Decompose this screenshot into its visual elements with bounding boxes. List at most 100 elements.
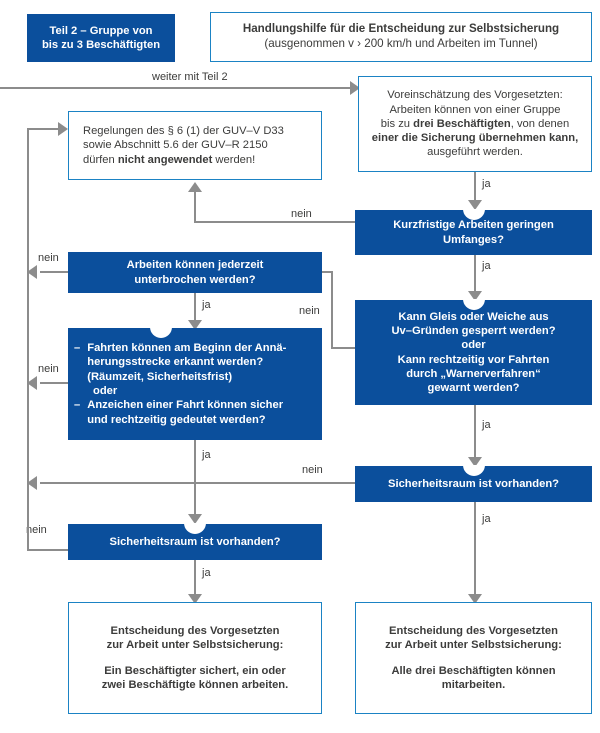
fahrten-item1-line1: Fahrten können am Beginn der Annä- xyxy=(87,342,287,355)
edge-nein-kurzfristige-arrowhead xyxy=(188,182,202,192)
ergebnis-rechts-line-1: Entscheidung des Vorgesetzten xyxy=(389,624,558,637)
fahrten-item-1: – Fahrten können am Beginn der Annä- her… xyxy=(74,341,316,384)
fahrten-dash-2: – xyxy=(74,399,81,412)
ergebnis-rechts-line-2: zur Arbeit unter Selbstsicherung: xyxy=(385,639,562,652)
edge-nein-unterbrochen-right-line-h2 xyxy=(331,347,355,349)
gleis-line-5: durch „Warnerverfahren“ xyxy=(406,367,541,380)
edge-label-ja-1: ja xyxy=(480,178,493,191)
node-voreinschaetzung: Voreinschätzung des Vorgesetzten: Arbeit… xyxy=(358,76,592,172)
edge-nein-unterbrochen-left-arrowhead xyxy=(27,265,37,279)
arrow-notch xyxy=(149,327,172,338)
edge-nein-kurzfristige-line-v xyxy=(194,192,196,222)
sicherheitsraum-rechts-line-1: Sicherheitsraum ist vorhanden? xyxy=(388,477,559,490)
edge-weiter-mit-teil-2-arrowhead xyxy=(350,81,360,95)
ergebnis-rechts-spacer xyxy=(362,653,585,664)
fahrten-item2-line2: und rechtzeitig gedeutet werden? xyxy=(87,413,266,426)
edge-label-ja-unterbrochen: ja xyxy=(200,299,213,312)
node-kurzfristige-arbeiten: Kurzfristige Arbeiten geringen Umfanges? xyxy=(355,209,592,255)
edge-label-ja-fahrten: ja xyxy=(200,449,213,462)
regelungen-line-1: Regelungen des § 6 (1) der GUV–V D33 xyxy=(83,125,284,137)
sicherheitsraum-links-line-1: Sicherheitsraum ist vorhanden? xyxy=(109,535,281,548)
edge-ja-fahrten-arrowhead xyxy=(188,514,202,524)
edge-ja-unterbrochen-line xyxy=(194,293,196,325)
edge-label-nein-sicherheitsraum-rechts: nein xyxy=(300,464,325,477)
edge-label-nein-unterbrochen-left: nein xyxy=(36,252,61,265)
edge-label-ja-sicherheitsraum-links: ja xyxy=(200,567,213,580)
node-ergebnis-links: Entscheidung des Vorgesetzten zur Arbeit… xyxy=(68,602,322,714)
edge-left-collector-vertical xyxy=(27,128,29,550)
edge-nein-kurzfristige-line-h xyxy=(194,221,355,223)
edge-label-nein-unterbrochen-right: nein xyxy=(297,305,322,318)
edge-nein-fahrten-line xyxy=(40,382,68,384)
ergebnis-links-line-3: Ein Beschäftigter sichert, ein oder xyxy=(104,664,286,677)
node-sicherheitsraum-links: Sicherheitsraum ist vorhanden? xyxy=(68,523,322,560)
edge-ja-sicherheitsraum-links-arrowhead xyxy=(188,594,202,604)
fahrten-item1-line3: (Räumzeit, Sicherheitsfrist) xyxy=(87,370,233,383)
edge-ja-fahrten-line xyxy=(194,440,196,518)
header-line-1: Handlungshilfe für die Entscheidung zur … xyxy=(242,22,560,36)
edge-nein-unterbrochen-right-line-h1 xyxy=(322,271,333,273)
edge-label-nein-sicherheitsraum-links: nein xyxy=(24,524,49,537)
badge-line-1: Teil 2 – Gruppe von xyxy=(49,24,153,37)
ergebnis-rechts-line-4: mitarbeiten. xyxy=(441,678,506,691)
gleis-line-2: Uv–Gründen gesperrt werden? xyxy=(391,324,556,337)
unterbrochen-line-1: Arbeiten können jederzeit xyxy=(126,259,264,272)
node-fahrten-anzeichen: – Fahrten können am Beginn der Annä- her… xyxy=(68,327,322,440)
node-regelungen: Regelungen des § 6 (1) der GUV–V D33 sow… xyxy=(68,111,322,180)
node-sicherheitsraum-rechts: Sicherheitsraum ist vorhanden? xyxy=(355,465,592,502)
fahrten-item2-line1: Anzeichen einer Fahrt können sicher xyxy=(87,399,284,412)
arrow-notch xyxy=(462,465,485,476)
edge-label-weiter-mit-teil-2: weiter mit Teil 2 xyxy=(150,71,230,84)
voreinschaetzung-line-5: ausgeführt werden. xyxy=(427,146,523,159)
gleis-line-4: Kann rechtzeitig vor Fahrten xyxy=(397,353,550,366)
regelungen-line-3: dürfen nicht angewendet werden! xyxy=(83,153,256,166)
edge-ja-sicherheitsraum-rechts-line xyxy=(474,502,476,598)
edge-collector-to-regelungen-arrowhead xyxy=(58,122,68,136)
gleis-line-3: oder xyxy=(461,339,486,352)
node-arbeiten-unterbrochen: Arbeiten können jederzeit unterbrochen w… xyxy=(68,252,322,293)
badge-line-2: bis zu 3 Beschäftigten xyxy=(41,39,161,51)
node-part-badge: Teil 2 – Gruppe von bis zu 3 Beschäftigt… xyxy=(27,14,175,62)
voreinschaetzung-line-2: Arbeiten können von einer Gruppe xyxy=(389,103,561,116)
edge-label-ja-gleis: ja xyxy=(480,419,493,432)
node-kann-gleis-weiche: Kann Gleis oder Weiche aus Uv–Gründen ge… xyxy=(355,299,592,405)
regelungen-line-2: sowie Abschnitt 5.6 der GUV–R 2150 xyxy=(83,139,268,152)
fahrten-dash-1: – xyxy=(74,342,81,355)
edge-label-ja-kurzfristige: ja xyxy=(480,260,493,273)
edge-label-nein-fahrten: nein xyxy=(36,363,61,376)
arrow-notch xyxy=(184,523,206,534)
edge-nein-sicherheitsraum-links-line xyxy=(27,549,68,551)
header-line-2: (ausgenommen v › 200 km/h und Arbeiten i… xyxy=(264,37,538,50)
node-ergebnis-rechts: Entscheidung des Vorgesetzten zur Arbeit… xyxy=(355,602,592,714)
edge-ja-kurzfristige-arrowhead xyxy=(468,291,482,301)
edge-ja-1-line xyxy=(474,172,476,204)
arrow-notch xyxy=(462,299,485,310)
gleis-line-6: gewarnt werden? xyxy=(427,382,520,395)
edge-nein-sicherheitsraum-rechts-arrowhead xyxy=(27,476,37,490)
arrow-notch xyxy=(462,209,485,220)
edge-label-nein-kurzfristige: nein xyxy=(289,208,314,221)
fahrten-item1-line2: herungsstrecke erkannt werden? xyxy=(87,356,264,369)
edge-ja-gleis-arrowhead xyxy=(468,457,482,467)
edge-ja-1-arrowhead xyxy=(468,200,482,210)
edge-nein-unterbrochen-right-line-v xyxy=(331,272,333,349)
edge-ja-gleis-line xyxy=(474,405,476,461)
edge-collector-to-regelungen-line xyxy=(27,128,59,130)
ergebnis-links-spacer xyxy=(75,653,315,664)
kurzfristige-line-2: Umfanges? xyxy=(443,233,504,246)
voreinschaetzung-line-3: bis zu drei Beschäftigten, von denen xyxy=(380,117,570,130)
ergebnis-links-line-4: zwei Beschäftigte können arbeiten. xyxy=(101,678,289,691)
edge-weiter-mit-teil-2-line xyxy=(0,87,350,89)
gleis-line-1: Kann Gleis oder Weiche aus xyxy=(398,310,549,323)
edge-nein-sicherheitsraum-rechts-line xyxy=(40,482,355,484)
edge-ja-kurzfristige-line xyxy=(474,255,476,295)
fahrten-oder: oder xyxy=(93,385,118,397)
edge-ja-sicherheitsraum-rechts-arrowhead xyxy=(468,594,482,604)
node-header-title: Handlungshilfe für die Entscheidung zur … xyxy=(210,12,592,62)
voreinschaetzung-line-1: Voreinschätzung des Vorgesetzten: xyxy=(387,89,563,102)
ergebnis-links-line-2: zur Arbeit unter Selbstsicherung: xyxy=(106,639,284,652)
kurzfristige-line-1: Kurzfristige Arbeiten geringen xyxy=(393,219,554,232)
ergebnis-links-line-1: Entscheidung des Vorgesetzten xyxy=(110,624,280,637)
ergebnis-rechts-line-3: Alle drei Beschäftigten können xyxy=(391,664,556,677)
